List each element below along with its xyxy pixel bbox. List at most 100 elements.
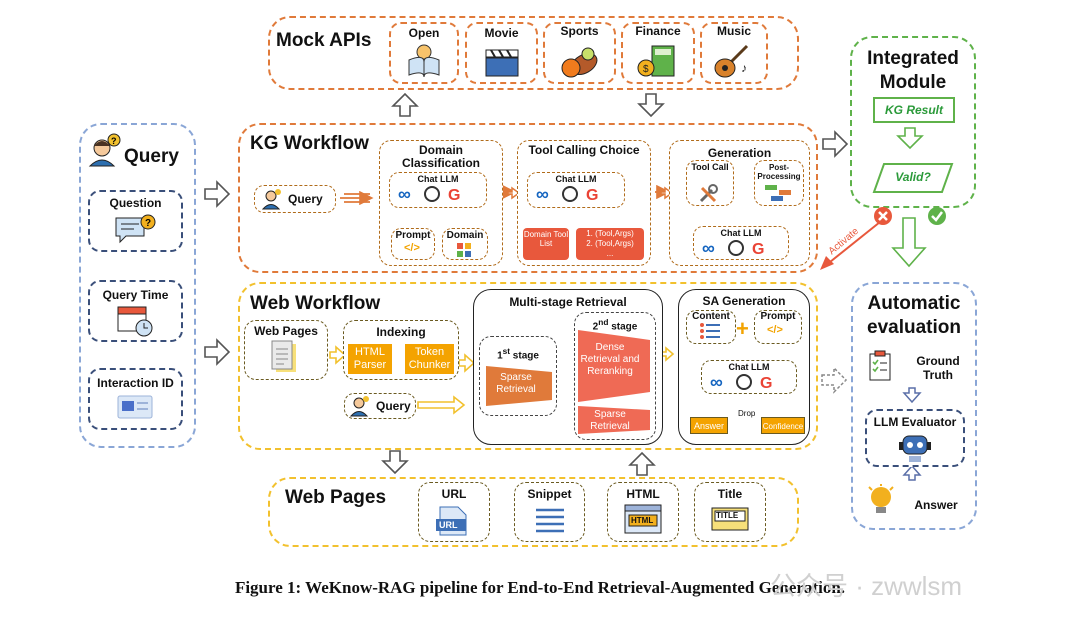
- query-time-label: Query Time: [102, 288, 169, 302]
- llm-evaluator-label: LLM Evaluator: [873, 415, 957, 429]
- user-icon: [350, 396, 369, 417]
- wrench-icon: [699, 184, 718, 203]
- sa-chat-llm-label: Chat LLM: [728, 362, 770, 372]
- plus-icon: +: [736, 316, 749, 341]
- document-stack-icon: [271, 340, 296, 372]
- query-panel: [79, 123, 196, 448]
- tool-args-box: 1. (Tool,Args) 2. (Tool,Args) ...: [576, 228, 644, 260]
- auto-eval-title: Automatic evaluation: [867, 293, 961, 338]
- web-pages-panel: [268, 477, 799, 547]
- llm-logos-icon: ∞ G: [536, 184, 598, 204]
- tool-args-1: 1. (Tool,Args): [586, 229, 634, 238]
- snippet-lines-icon: [536, 508, 564, 533]
- watermark: 公众号 · zwwlsm: [770, 571, 963, 601]
- html-window-icon: [624, 504, 662, 534]
- sa-confidence-box: Confidence: [761, 417, 805, 434]
- indexing-title: Indexing: [376, 325, 426, 339]
- checklist-icon: [869, 350, 891, 381]
- generation-title: Generation: [707, 146, 772, 160]
- finance-calculator-icon: $: [637, 45, 675, 77]
- api-label-movie: Movie: [484, 26, 519, 40]
- sa-generation-title: SA Generation: [702, 294, 786, 308]
- dc-prompt-label: Prompt: [395, 230, 431, 241]
- svg-text:$: $: [643, 64, 649, 75]
- html-window-badge: HTML: [631, 516, 654, 525]
- stage-1-shape: [486, 366, 552, 406]
- wp-snippet-label: Snippet: [527, 487, 572, 501]
- process-steps-icon: [765, 185, 791, 201]
- figure-caption: Figure 1: WeKnow-RAG pipeline for End-to…: [234, 578, 846, 597]
- tool-args-more: ...: [606, 249, 614, 258]
- api-card-music: [700, 22, 768, 84]
- stage-1-num: 1: [497, 350, 503, 362]
- wp-html-label: HTML: [626, 487, 660, 501]
- stage-2-label: 2nd stage: [574, 317, 656, 332]
- query-panel-title: Query: [124, 146, 179, 167]
- tool-calling-title: Tool Calling Choice: [528, 143, 640, 157]
- kg-workflow-title: KG Workflow: [250, 133, 369, 154]
- user-question-icon: ?: [88, 133, 121, 167]
- sa-prompt-label: Prompt: [760, 311, 796, 322]
- web-workflow-title: Web Workflow: [250, 293, 381, 314]
- robot-evaluator-icon: [899, 435, 931, 462]
- eval-answer-label: Answer: [914, 498, 958, 512]
- web-pages-label: Web Pages: [254, 324, 318, 338]
- mock-apis-title: Mock APIs: [276, 30, 372, 51]
- svg-text:G: G: [448, 187, 460, 204]
- integrated-module-panel: [850, 36, 976, 208]
- list-lines-icon: [700, 323, 720, 339]
- dc-prompt-box: [391, 228, 435, 260]
- url-file-icon: [436, 506, 467, 536]
- kg-workflow-panel: [238, 123, 818, 273]
- multi-stage-title: Multi-stage Retrieval: [509, 295, 627, 309]
- svg-text:G: G: [752, 241, 764, 258]
- svg-text:?: ?: [145, 218, 151, 229]
- valid-label: Valid?: [895, 170, 931, 184]
- svg-text:?: ?: [111, 136, 117, 146]
- svg-text:♪: ♪: [741, 61, 747, 75]
- llm-logos-icon: ∞ G: [398, 184, 460, 204]
- tool-call-box: [686, 160, 734, 206]
- kg-query-label: Query: [288, 192, 323, 206]
- id-card-icon: [117, 395, 153, 419]
- svg-text:G: G: [760, 375, 772, 392]
- sa-content-label: Content: [692, 311, 730, 322]
- stage-2-rest: stage: [608, 321, 638, 333]
- valid-check-icon: [928, 207, 946, 225]
- wp-card-snippet: [514, 482, 585, 542]
- dense-retrieval-label: Dense Retrieval and Reranking: [580, 342, 640, 377]
- stage-1-rest: stage: [510, 350, 539, 362]
- ground-truth-label: Ground Truth: [916, 354, 960, 382]
- kg-result-box: KG Result: [873, 97, 955, 123]
- lightbulb-icon: [868, 484, 894, 513]
- wp-title-label: Title: [717, 487, 743, 501]
- code-icon: </>: [404, 242, 420, 254]
- stage-2-num: 2: [592, 321, 599, 333]
- sa-content-box: [686, 310, 736, 344]
- svg-text:∞: ∞: [536, 184, 549, 204]
- tool-args-2: 2. (Tool,Args): [586, 239, 634, 248]
- chat-question-icon: ?: [115, 214, 156, 244]
- api-label-open: Open: [408, 26, 440, 40]
- interaction-id-label: Interaction ID: [97, 376, 174, 390]
- clapperboard-icon: [485, 49, 519, 77]
- domain-tool-list-box: Domain Tool List: [523, 228, 569, 260]
- mock-apis-panel: [268, 16, 799, 90]
- drop-label: Drop: [738, 409, 756, 418]
- question-label: Question: [109, 196, 162, 210]
- stage-2-sup: nd: [598, 317, 609, 327]
- html-parser-box: HTML Parser: [348, 344, 392, 374]
- tc-chat-llm-label: Chat LLM: [555, 174, 597, 184]
- web-pages-panel-title: Web Pages: [285, 487, 387, 508]
- guitar-icon: ♪: [714, 44, 749, 78]
- post-processing-label: Post-Processing: [757, 163, 801, 181]
- gen-chat-llm-label: Chat LLM: [720, 228, 762, 238]
- svg-text:G: G: [586, 187, 598, 204]
- hollow-arrows: [204, 92, 927, 476]
- svg-text:∞: ∞: [702, 238, 715, 258]
- sa-prompt-box: [754, 310, 802, 344]
- code-icon: </>: [767, 324, 783, 336]
- api-label-sports: Sports: [560, 24, 599, 38]
- user-icon: [262, 189, 281, 210]
- dc-chat-llm-label: Chat LLM: [417, 174, 459, 184]
